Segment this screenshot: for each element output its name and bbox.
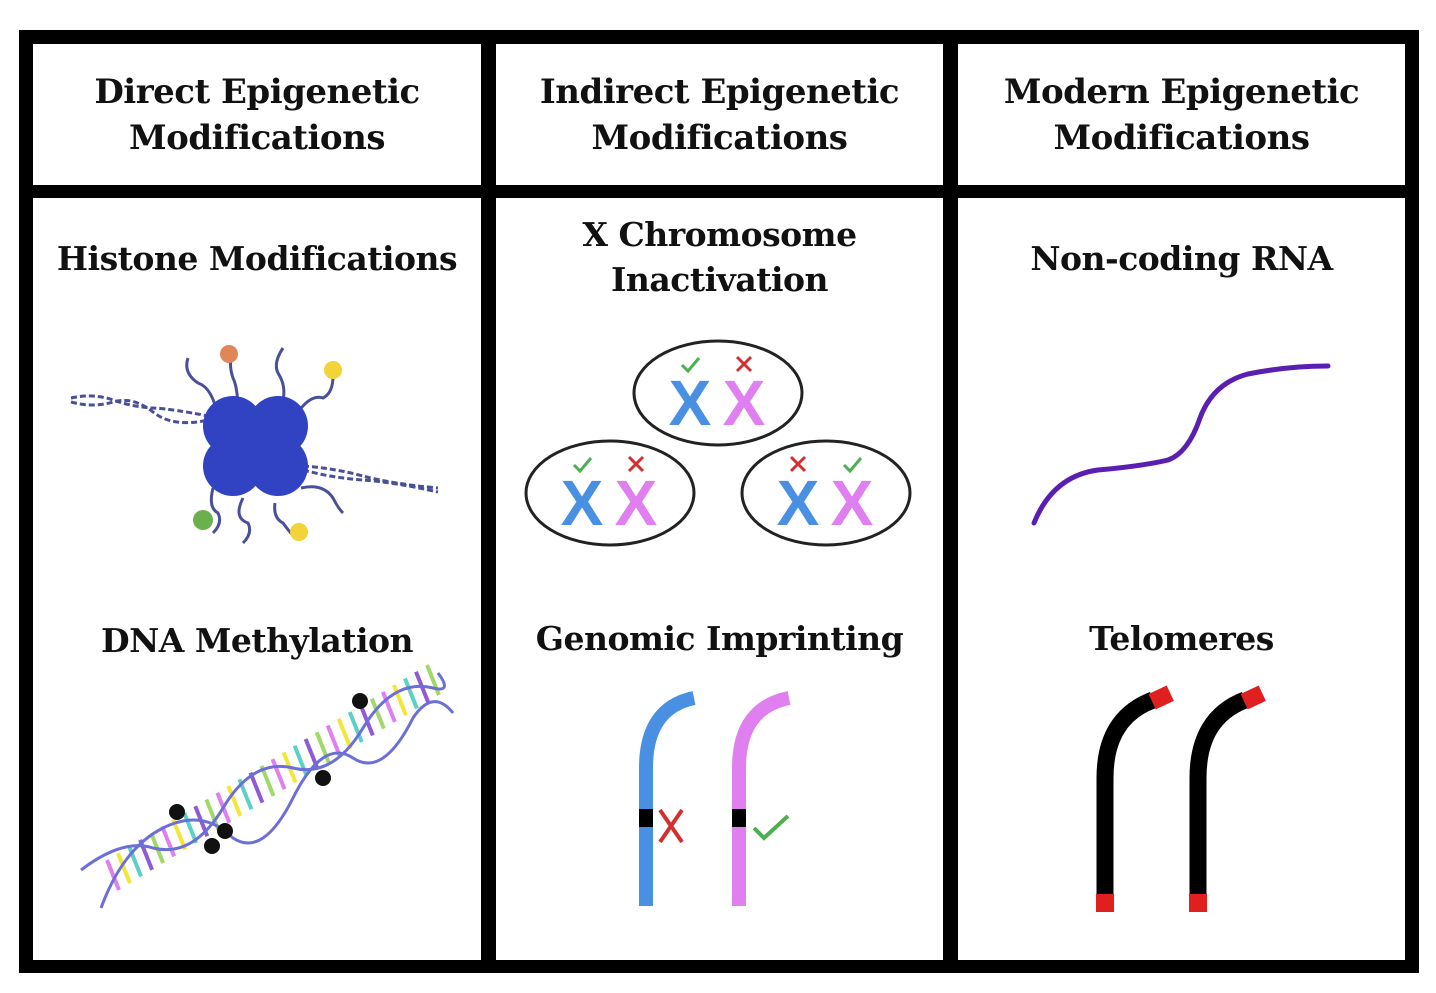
- base-pair: [116, 852, 132, 885]
- x-chromosome: X: [669, 367, 712, 439]
- item-title-telomeres: Telomeres: [1089, 619, 1274, 658]
- histone-mark-orange: [220, 345, 238, 363]
- cell-nucleus: [632, 339, 804, 447]
- telomere-cap: [1189, 894, 1207, 912]
- methyl-group-icon: [217, 823, 233, 839]
- column-modern: Non-coding RNA Telomeres: [958, 198, 1405, 960]
- imprinted-chromosomes-icon: [639, 691, 791, 906]
- x-chromosome: X: [615, 467, 658, 539]
- header-line: Modifications: [1053, 117, 1310, 158]
- methyl-group-icon: [204, 838, 220, 854]
- telomere-chromosome: [1096, 685, 1174, 912]
- cross-icon: [627, 455, 645, 473]
- header-line: Indirect Epigenetic: [539, 71, 900, 112]
- x-chromosome: X: [561, 467, 604, 539]
- base-pair: [270, 758, 287, 790]
- methyl-group-icon: [169, 804, 185, 820]
- item-title-genomic-imprinting: Genomic Imprinting: [535, 619, 904, 658]
- rna-strand-icon: [1031, 363, 1331, 526]
- title-line: Inactivation: [610, 260, 829, 299]
- header-line: Modern Epigenetic: [1003, 71, 1360, 112]
- base-pair: [381, 691, 397, 723]
- title-line: X Chromosome: [582, 215, 857, 254]
- item-title-x-inactivation: X Chromosome Inactivation: [496, 212, 943, 302]
- base-pair: [171, 818, 188, 851]
- telomere-cap: [1096, 894, 1114, 912]
- histone-mark-green: [193, 510, 213, 530]
- imprint-locus: [732, 809, 746, 827]
- telomere-chromosomes-icon: [1096, 685, 1266, 912]
- cross-icon: [789, 455, 807, 473]
- maternal-chromosome: [732, 691, 791, 906]
- item-title-dna-methylation: DNA Methylation: [100, 621, 414, 660]
- base-pair: [403, 677, 419, 710]
- check-icon: [572, 457, 593, 474]
- cell-nucleus: [740, 439, 912, 547]
- x-chromosome: X: [831, 467, 874, 539]
- base-pair: [336, 718, 353, 750]
- base-pair: [392, 684, 408, 716]
- check-icon: [842, 457, 863, 474]
- cell-nucleus: [524, 439, 696, 547]
- methyl-group-icon: [315, 770, 331, 786]
- dna-helix-icon: [80, 664, 455, 909]
- base-pair: [425, 664, 441, 696]
- telomere-cap: [1240, 685, 1266, 710]
- x-chromosome: X: [723, 367, 766, 439]
- base-pair: [325, 724, 342, 757]
- header-line: Direct Epigenetic: [94, 71, 420, 112]
- header-line: Modifications: [129, 117, 385, 158]
- telomere-cap: [1148, 685, 1174, 710]
- paternal-chromosome: [639, 691, 696, 906]
- telomere-chromosome: [1189, 685, 1266, 912]
- cross-icon: [658, 808, 684, 844]
- base-pair: [182, 812, 199, 844]
- methyl-group-icon: [352, 693, 368, 709]
- check-icon: [752, 814, 790, 841]
- base-pair: [292, 744, 309, 777]
- imprint-locus: [639, 809, 653, 827]
- item-title-histone: Histone Modifications: [56, 239, 458, 278]
- x-chromosome: X: [777, 467, 820, 539]
- histone-mark-yellow: [324, 361, 342, 379]
- base-pair: [160, 825, 177, 858]
- base-pair: [347, 711, 364, 743]
- item-title-ncrna: Non-coding RNA: [1030, 239, 1333, 278]
- header-line: Modifications: [591, 117, 848, 158]
- base-pair: [105, 859, 121, 891]
- check-icon: [680, 357, 701, 374]
- base-pair: [369, 697, 386, 730]
- cross-icon: [735, 355, 753, 373]
- histone-mark-yellow: [290, 523, 308, 541]
- base-pair: [248, 771, 265, 804]
- nucleosome-icon: [70, 345, 439, 545]
- base-pair: [226, 785, 243, 817]
- column-direct: Histone Modifications DNA Methylation: [33, 198, 481, 960]
